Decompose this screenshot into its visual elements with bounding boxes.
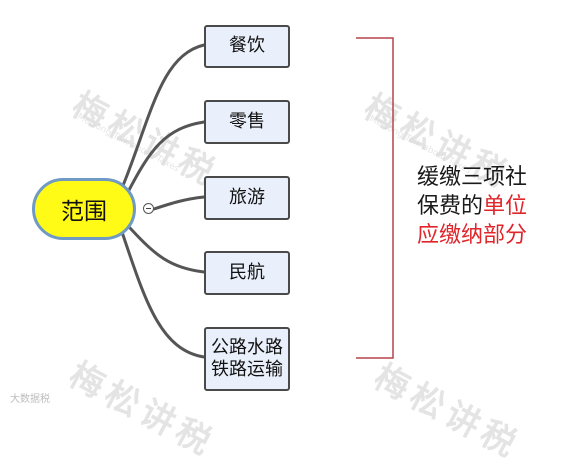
connector-lines (120, 37, 394, 359)
connector-branch-4 (128, 226, 206, 274)
branch-node-line: 公路水路 (211, 336, 283, 358)
root-node[interactable]: 范围 (32, 178, 136, 240)
note-line-2: 保费的单位 (417, 192, 557, 221)
branch-node-road-water-rail[interactable]: 公路水路 铁路运输 (204, 327, 290, 391)
deferral-note: 缓缴三项社 保费的单位 应缴纳部分 (417, 163, 557, 250)
branch-node-tourism[interactable]: 旅游 (204, 176, 290, 220)
connector-branch-2 (126, 120, 206, 194)
note-line-2-red: 单位 (483, 194, 528, 219)
collapse-toggle-icon[interactable] (143, 203, 154, 214)
connector-branch-5 (120, 230, 206, 359)
note-line-1: 缓缴三项社 (417, 165, 528, 190)
bracket-line (356, 37, 394, 359)
branch-node-retail[interactable]: 零售 (204, 100, 290, 144)
connector-branch-1 (120, 43, 206, 190)
note-line-3: 应缴纳部分 (417, 223, 528, 248)
connector-branch-3 (152, 195, 206, 211)
watermark-logo: 大数据税 (10, 394, 50, 405)
mindmap-canvas: 梅松讲税 Meisong Talk about Taxes 梅松讲税 Meiso… (10, 25, 557, 467)
branch-node-dining[interactable]: 餐饮 (204, 25, 290, 68)
note-line-2-black: 保费的 (417, 194, 484, 219)
branch-node-line: 铁路运输 (211, 359, 283, 380)
branch-node-aviation[interactable]: 民航 (204, 251, 290, 295)
